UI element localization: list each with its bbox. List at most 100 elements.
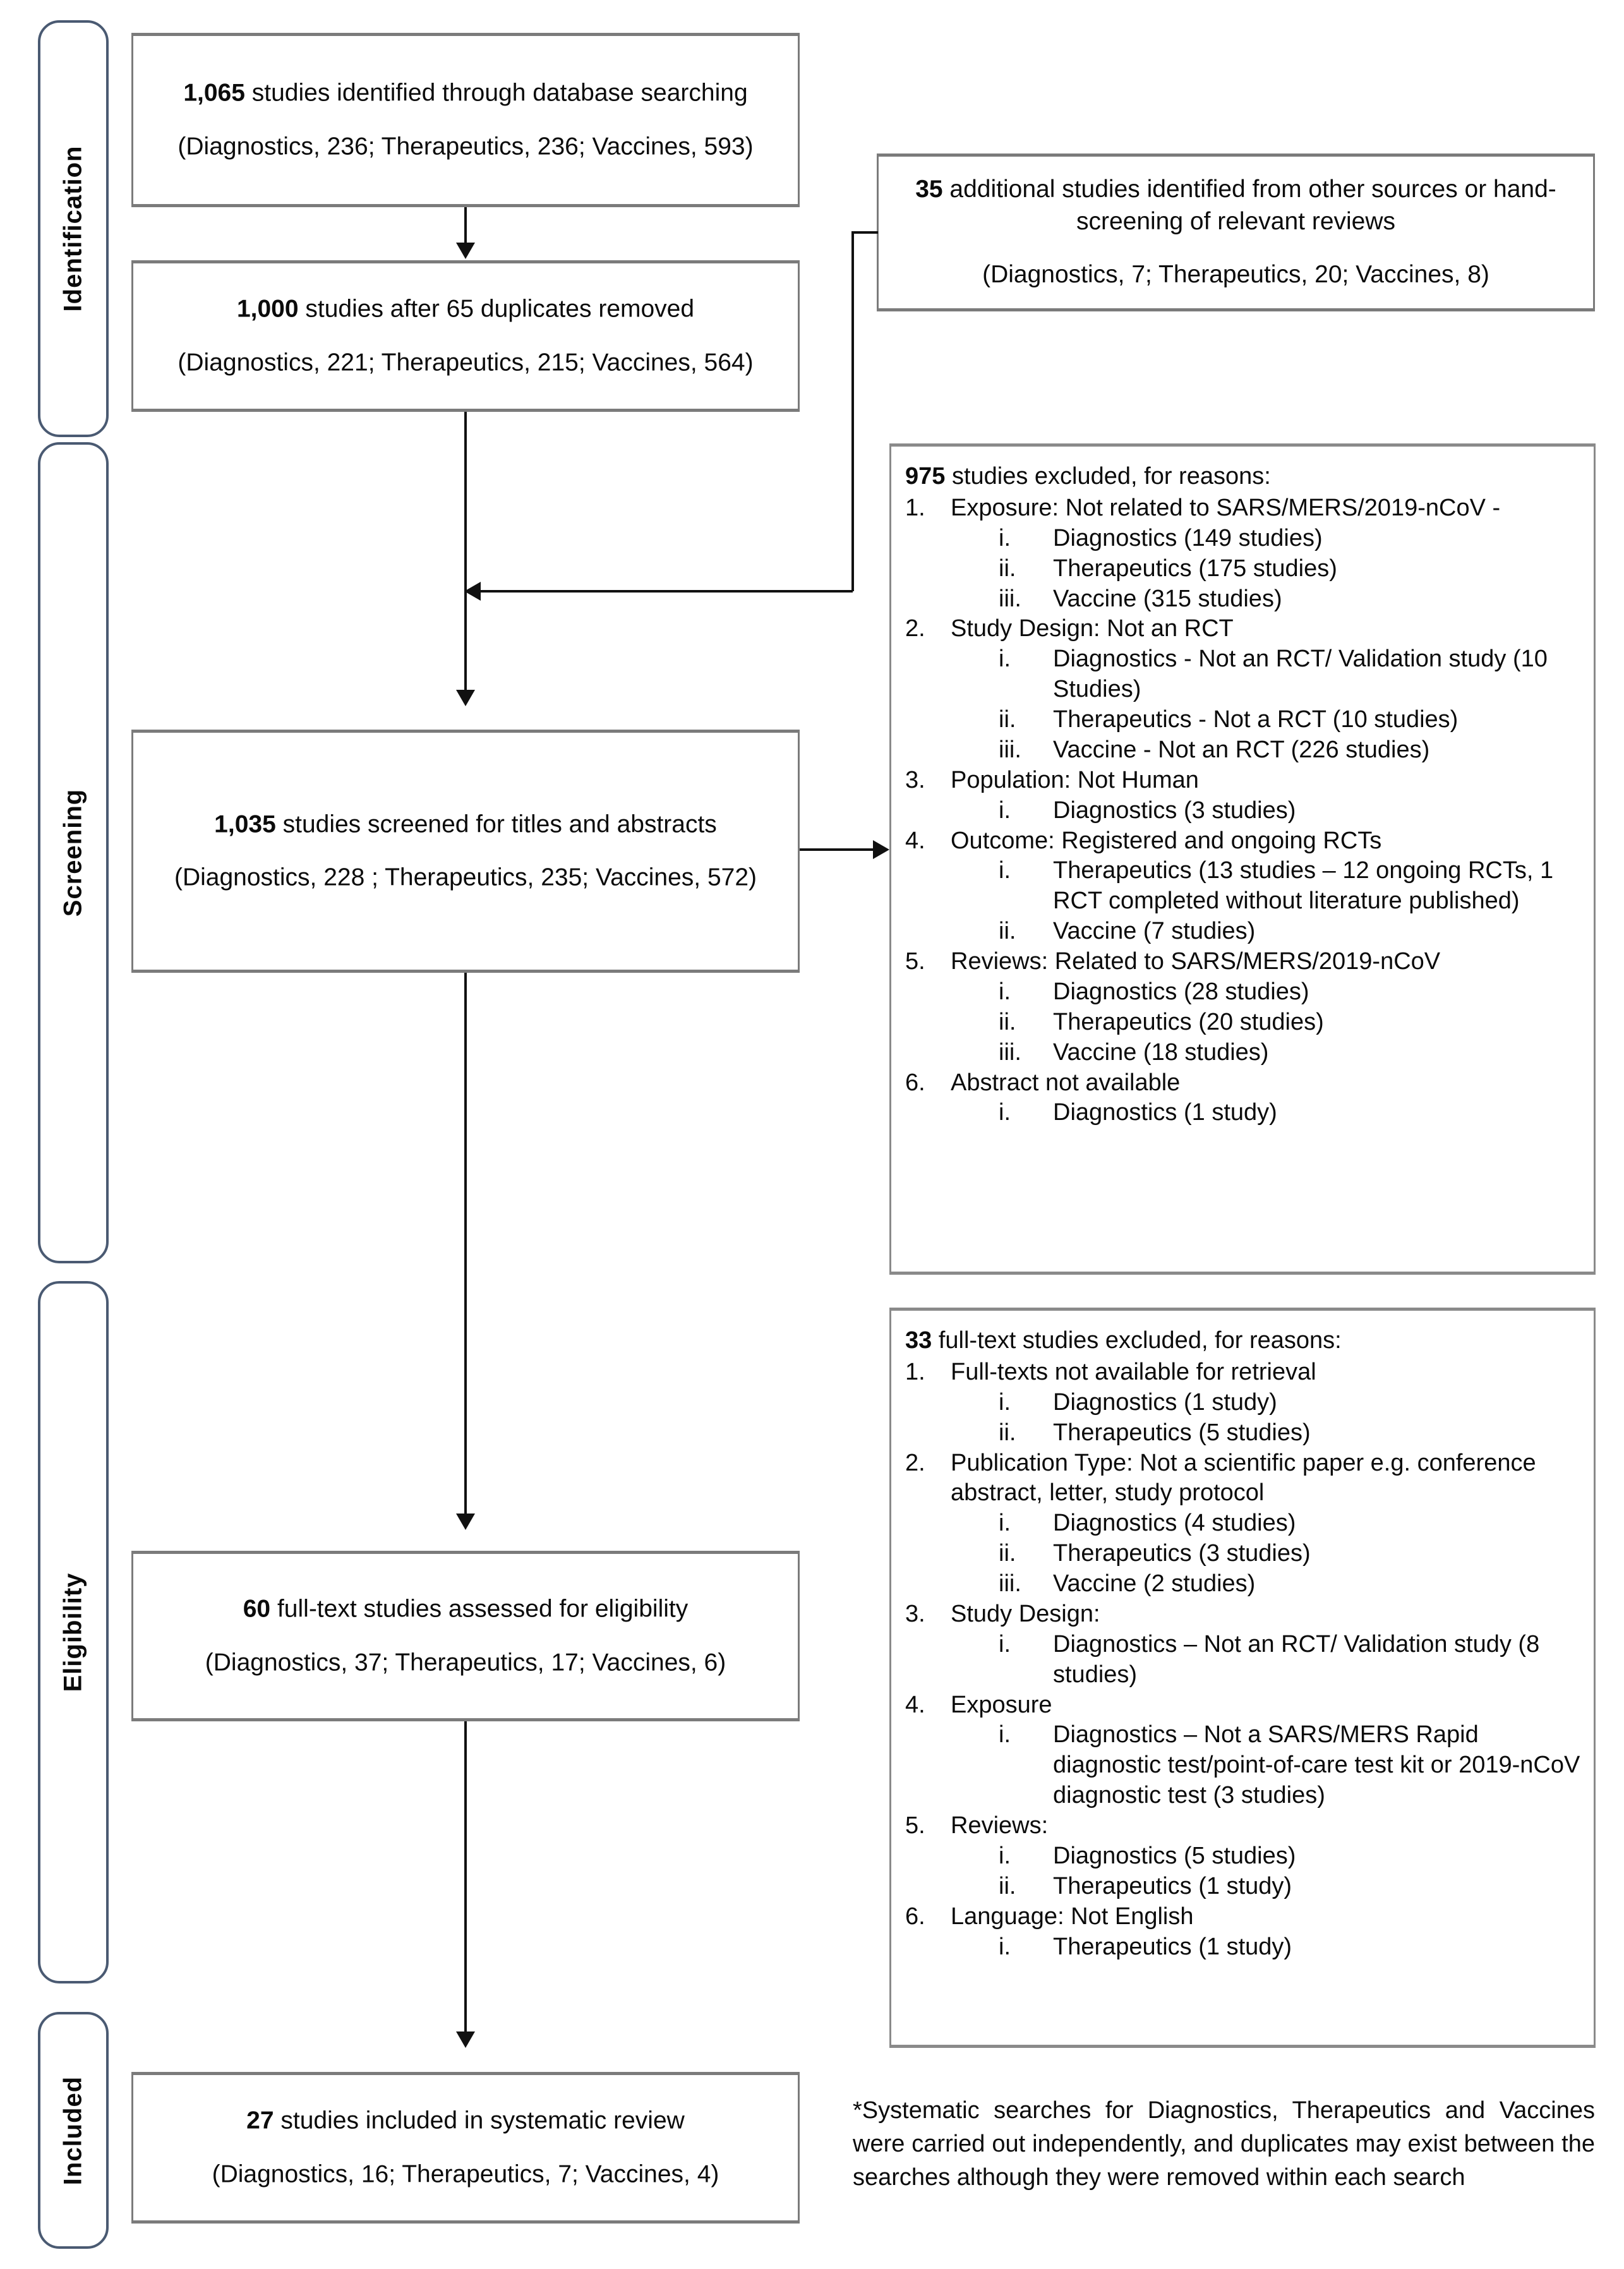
excluded-screening-item: 6.Abstract not available xyxy=(905,1068,1584,1098)
excluded-screening-heading: 975 studies excluded, for reasons: xyxy=(905,463,1271,490)
arrowhead-additional-into-spine xyxy=(464,582,481,601)
excluded-eligibility-subitem-text: Diagnostics (4 studies) xyxy=(1053,1510,1296,1537)
excluded-eligibility-subitem: i.Diagnostics (5 studies) xyxy=(905,1841,1584,1872)
excluded-screening-subitem-text: Therapeutics - Not a RCT (10 studies) xyxy=(1053,706,1459,733)
excluded-eligibility-subitem-number: ii. xyxy=(999,1419,1016,1446)
excluded-eligibility-subitem: ii.Therapeutics (1 study) xyxy=(905,1872,1584,1902)
excluded-screening-subitem-number: i. xyxy=(999,646,1011,673)
excluded-eligibility-subitem-text: Diagnostics – Not an RCT/ Validation stu… xyxy=(1053,1630,1540,1688)
excluded-eligibility-subitem: i.Diagnostics (1 study) xyxy=(905,1388,1584,1418)
excluded-screening-subitem-number: iii. xyxy=(999,585,1021,612)
box-excluded-eligibility: 33 full-text studies excluded, for reaso… xyxy=(889,1308,1596,2048)
box-excluded-screening: 975 studies excluded, for reasons: 1. Exp… xyxy=(889,443,1596,1275)
excluded-screening-subitem-text: Diagnostics - Not an RCT/ Validation stu… xyxy=(1053,646,1548,703)
box-records-screened-line1: 1,035 studies screened for titles and ab… xyxy=(214,810,717,838)
excluded-screening-item-text: Reviews: Related to SARS/MERS/2019-nCoV xyxy=(951,948,1441,975)
excluded-eligibility-subitem-number: i. xyxy=(999,1721,1011,1748)
excluded-screening-subitem: ii. Vaccine (7 studies) xyxy=(905,917,1584,947)
excluded-eligibility-subitem-text: Diagnostics (5 studies) xyxy=(1053,1842,1296,1869)
box-studies-included-line2: (Diagnostics, 16; Therapeutics, 7; Vacci… xyxy=(212,2160,719,2188)
excluded-screening-subitem: i.Therapeutics (13 studies – 12 ongoing … xyxy=(905,856,1584,917)
excluded-eligibility-item-text: Study Design: xyxy=(951,1600,1100,1627)
excluded-eligibility-item-text: Publication Type: Not a scientific paper… xyxy=(951,1449,1536,1507)
excluded-eligibility-subitem-text: Therapeutics (5 studies) xyxy=(1053,1419,1311,1446)
box-additional-records-line2: (Diagnostics, 7; Therapeutics, 20; Vacci… xyxy=(982,261,1489,289)
stage-bracket-included: Included xyxy=(38,2012,109,2249)
box-studies-included: 27 studies included in systematic review… xyxy=(131,2072,800,2224)
excluded-screening-subitem-text: Therapeutics (20 studies) xyxy=(1053,1008,1324,1035)
excluded-eligibility-item-text: Full-texts not available for retrieval xyxy=(951,1358,1316,1385)
excluded-screening-item-number: 1. xyxy=(905,494,925,521)
stage-bracket-screening: Screening xyxy=(38,442,109,1263)
excluded-eligibility-subitem-number: ii. xyxy=(999,1872,1016,1899)
excluded-screening-item-text: Population: Not Human xyxy=(951,766,1199,793)
excluded-screening-subitem-number: ii. xyxy=(999,555,1016,582)
excluded-screening-subitem: iii.Vaccine (315 studies) xyxy=(905,584,1584,615)
excluded-screening-item-text: Outcome: Registered and ongoing RCTs xyxy=(951,827,1382,854)
excluded-eligibility-item: 5.Reviews: xyxy=(905,1811,1584,1841)
excluded-screening-item-text: Abstract not available xyxy=(951,1069,1181,1096)
excluded-screening-subitem: i.Diagnostics (149 studies) xyxy=(905,524,1584,554)
box-fulltext-assessed-line2: (Diagnostics, 37; Therapeutics, 17; Vacc… xyxy=(205,1649,726,1676)
excluded-screening-subitem-text: Diagnostics (28 studies) xyxy=(1053,978,1309,1005)
connector-additional-horizontal xyxy=(851,231,878,234)
excluded-screening-subitem: i. Diagnostics - Not an RCT/ Validation s… xyxy=(905,644,1584,705)
excluded-screening-subitem-number: i. xyxy=(999,1099,1011,1126)
excluded-screening-subitem-number: ii. xyxy=(999,918,1016,945)
connector-fulltext-to-included xyxy=(464,1721,467,2034)
connector-duplicates-to-screened xyxy=(464,412,467,693)
excluded-eligibility-item: 1. Full-texts not available for retrieval xyxy=(905,1357,1584,1388)
connector-identified-to-duplicates xyxy=(464,207,467,246)
excluded-screening-subitem-text: Vaccine (18 studies) xyxy=(1053,1038,1269,1066)
arrowhead-screened-to-fulltext xyxy=(456,1514,475,1530)
box-additional-records: 35 additional studies identified from ot… xyxy=(877,153,1595,311)
arrowhead-screened-to-excluded xyxy=(873,840,889,859)
excluded-screening-item-number: 2. xyxy=(905,615,925,642)
connector-screened-to-excluded xyxy=(800,848,874,851)
excluded-screening-item-text: Exposure: Not related to SARS/MERS/2019-… xyxy=(951,494,1501,521)
excluded-eligibility-item-number: 6. xyxy=(905,1903,925,1930)
excluded-eligibility-item-text: Language: Not English xyxy=(951,1903,1194,1930)
excluded-screening-item: 2. Study Design: Not an RCT xyxy=(905,614,1584,644)
excluded-screening-subitem-number: ii. xyxy=(999,1008,1016,1035)
excluded-eligibility-subitem: ii. Therapeutics (5 studies) xyxy=(905,1418,1584,1448)
box-records-screened: 1,035 studies screened for titles and ab… xyxy=(131,730,800,973)
stage-bracket-eligibility: Eligibility xyxy=(38,1281,109,1983)
stage-label-included: Included xyxy=(59,2076,87,2185)
excluded-screening-subitem: ii. Therapeutics (20 studies) xyxy=(905,1008,1584,1038)
excluded-eligibility-subitem-number: i. xyxy=(999,1510,1011,1537)
stage-label-eligibility: Eligibility xyxy=(59,1572,87,1692)
excluded-screening-subitem-number: i. xyxy=(999,978,1011,1005)
connector-additional-vertical xyxy=(851,231,854,591)
box-additional-records-line1: 35 additional studies identified from ot… xyxy=(915,175,1556,235)
excluded-eligibility-subitem-text: Therapeutics (3 studies) xyxy=(1053,1540,1311,1567)
excluded-eligibility-subitem: i. Diagnostics (4 studies) xyxy=(905,1508,1584,1539)
excluded-eligibility-subitem-text: Vaccine (2 studies) xyxy=(1053,1570,1256,1597)
excluded-screening-subitem: i.Diagnostics (3 studies) xyxy=(905,796,1584,826)
excluded-screening-item-text: Study Design: Not an RCT xyxy=(951,615,1234,642)
excluded-eligibility-item-number: 2. xyxy=(905,1449,925,1476)
excluded-eligibility-subitem-text: Therapeutics (1 study) xyxy=(1053,1933,1292,1960)
excluded-eligibility-item-number: 3. xyxy=(905,1600,925,1627)
connector-screened-to-fulltext xyxy=(464,973,467,1516)
box-records-screened-line2: (Diagnostics, 228 ; Therapeutics, 235; V… xyxy=(174,864,757,891)
excluded-screening-subitem-text: Vaccine (7 studies) xyxy=(1053,918,1256,945)
stage-label-screening: Screening xyxy=(59,788,87,917)
stage-label-identification: Identification xyxy=(59,145,87,312)
stage-bracket-identification: Identification xyxy=(38,20,109,437)
excluded-eligibility-subitem: iii. Vaccine (2 studies) xyxy=(905,1569,1584,1599)
box-records-identified-line2: (Diagnostics, 236; Therapeutics, 236; Va… xyxy=(177,133,754,160)
excluded-screening-subitem-number: ii. xyxy=(999,706,1016,733)
excluded-screening-subitem: ii. Therapeutics - Not a RCT (10 studies) xyxy=(905,705,1584,735)
excluded-eligibility-item-number: 1. xyxy=(905,1358,925,1385)
excluded-screening-subitem: i.Diagnostics (1 study) xyxy=(905,1098,1584,1128)
excluded-eligibility-subitem-number: iii. xyxy=(999,1570,1021,1597)
box-records-identified: 1,065 studies identified through databas… xyxy=(131,33,800,207)
excluded-eligibility-subitem-number: i. xyxy=(999,1933,1011,1960)
box-duplicates-removed: 1,000 studies after 65 duplicates remove… xyxy=(131,260,800,412)
excluded-eligibility-item: 3. Study Design: xyxy=(905,1599,1584,1630)
excluded-eligibility-subitem-text: Diagnostics (1 study) xyxy=(1053,1388,1277,1416)
excluded-screening-item: 3.Population: Not Human xyxy=(905,766,1584,796)
excluded-eligibility-heading: 33 full-text studies excluded, for reaso… xyxy=(905,1327,1342,1354)
excluded-eligibility-item-text: Exposure xyxy=(951,1691,1052,1718)
